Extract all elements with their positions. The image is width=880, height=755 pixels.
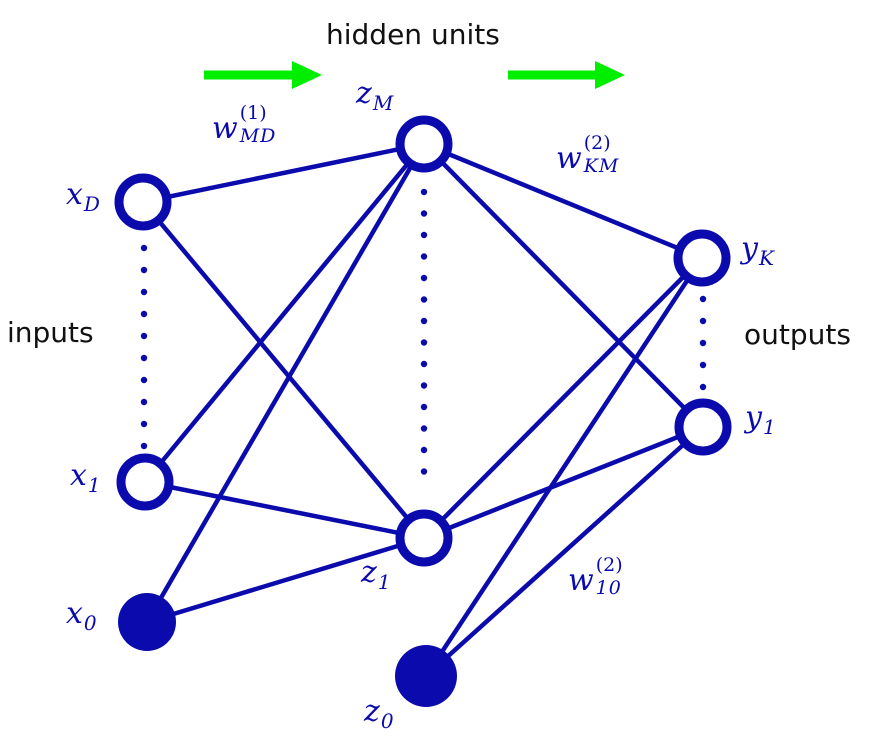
node-x0-bias [118, 593, 176, 651]
node-z0-bias [395, 645, 457, 707]
edge-z0-y1 [424, 425, 705, 678]
weight-label-wKM2: w (2)KM [556, 132, 620, 177]
ellipsis-dot-col1 [140, 288, 148, 296]
node-label-xD: xD [66, 177, 100, 216]
node-y1 [674, 398, 732, 456]
ellipsis-dot-col1 [140, 332, 148, 340]
node-label-z0: z0 [364, 694, 394, 733]
ellipsis-dot-col2 [420, 231, 428, 239]
ellipsis-dot-col2 [420, 446, 428, 454]
node-label-x1: x1 [70, 458, 101, 497]
ellipsis-dot-col2 [420, 188, 428, 196]
node-label-zM: zM [356, 76, 394, 115]
node-xD [114, 173, 172, 231]
ellipsis-dot-col1 [140, 354, 148, 362]
edge-x1-zM [143, 142, 426, 484]
node-label-y1: y1 [745, 400, 776, 439]
outputs-label: outputs [744, 318, 851, 351]
ellipsis-dot-col1 [140, 376, 148, 384]
ellipsis-dot-col2 [420, 360, 428, 368]
edge-x0-z1 [146, 535, 425, 625]
ellipsis-dot-col2 [420, 339, 428, 346]
node-x1 [116, 453, 174, 511]
ellipsis-dot-col3 [699, 361, 707, 369]
forward-arrow-head-1 [292, 61, 322, 89]
ellipsis-dot-col1 [140, 266, 148, 274]
ellipsis-dot-col2 [420, 253, 428, 260]
edge-zM-yK [423, 141, 703, 261]
edge-xD-z1 [141, 200, 426, 540]
ellipsis-dot-col1 [140, 420, 148, 428]
node-z1 [395, 509, 453, 567]
ellipsis-dot-col3 [699, 295, 707, 303]
forward-arrow-head-2 [595, 61, 625, 89]
edge-zM-y1 [422, 142, 705, 429]
hidden-units-label: hidden units [326, 18, 500, 51]
ellipsis-dot-col2 [420, 274, 428, 282]
ellipsis-dot-col1 [140, 442, 148, 450]
ellipsis-dot-col3 [699, 339, 707, 347]
edge-x0-zM [145, 142, 426, 624]
edge-x1-z1 [144, 479, 425, 541]
edge-z0-yK [424, 256, 704, 678]
ellipsis-dot-col1 [140, 398, 148, 406]
weight-label-w102: w (2)10 [568, 554, 623, 599]
node-label-z1: z1 [361, 555, 391, 594]
edge-z1-yK [422, 256, 704, 540]
edge-z1-y1 [423, 424, 704, 541]
node-label-x0: x0 [66, 596, 97, 635]
ellipsis-dot-col1 [140, 310, 148, 318]
ellipsis-dot-col3 [699, 383, 707, 391]
node-zM [395, 115, 453, 173]
edge-xD-zM [142, 141, 425, 205]
node-label-yK: yK [741, 231, 774, 270]
ellipsis-dot-col2 [420, 317, 428, 325]
node-yK [673, 229, 731, 287]
inputs-label: inputs [7, 316, 94, 349]
ellipsis-dot-col2 [420, 210, 428, 217]
ellipsis-dot-col2 [420, 425, 428, 432]
weight-label-wMD1: w (1)MD [212, 102, 277, 147]
ellipsis-dot-col2 [420, 296, 428, 303]
ellipsis-dot-col3 [699, 317, 707, 325]
ellipsis-dot-col1 [140, 244, 148, 252]
ellipsis-dot-col2 [420, 382, 428, 389]
ellipsis-dot-col2 [420, 403, 428, 411]
ellipsis-dot-col2 [420, 468, 428, 475]
